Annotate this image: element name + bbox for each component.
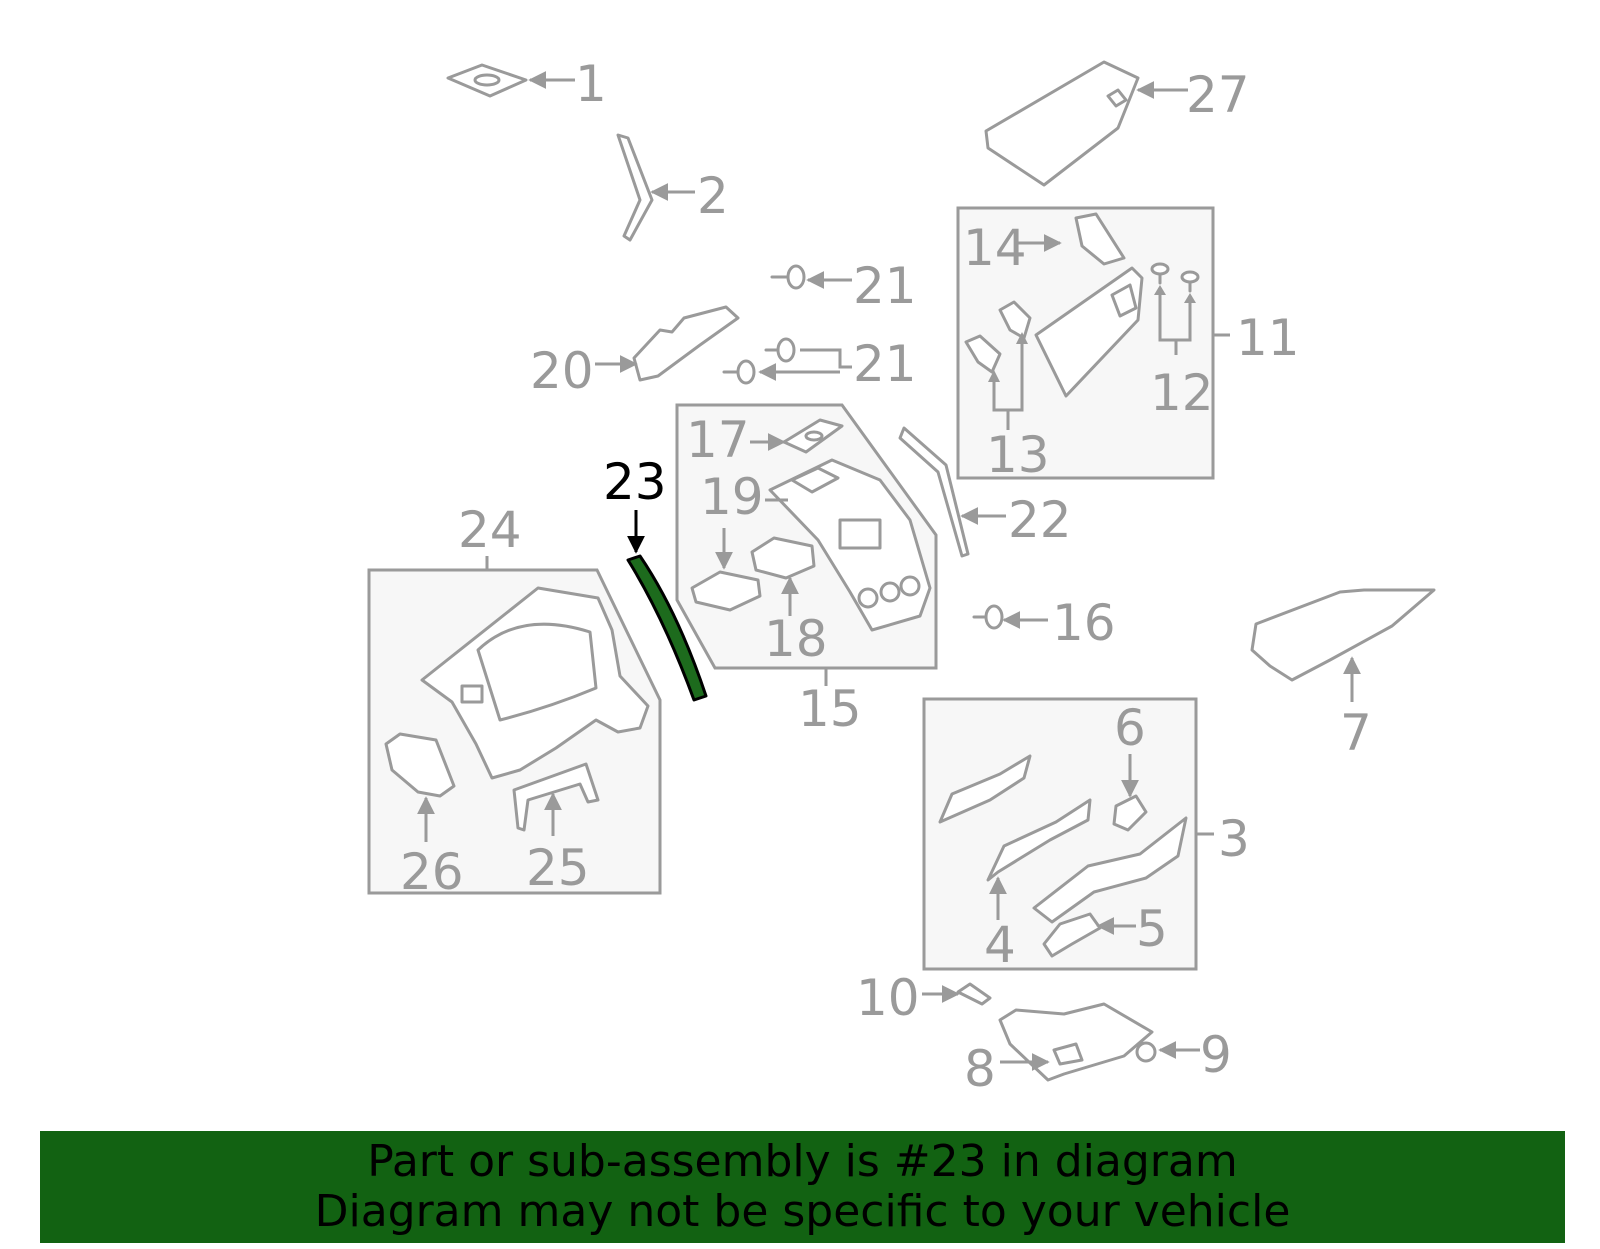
- part-3[interactable]: [1032, 816, 1214, 924]
- banner-line-1: Part or sub-assembly is #23 in diagram: [367, 1136, 1238, 1187]
- callout-4: 4: [984, 916, 1016, 974]
- part-18[interactable]: [690, 528, 816, 616]
- callout-21-lower: 21: [853, 335, 917, 393]
- part-8[interactable]: [998, 1002, 1154, 1082]
- part-15-center-panel[interactable]: [768, 458, 932, 632]
- part-10[interactable]: [922, 982, 992, 1006]
- callout-17: 17: [686, 411, 750, 469]
- callout-27: 27: [1186, 66, 1250, 124]
- part-20[interactable]: [595, 305, 740, 382]
- info-banner: Part or sub-assembly is #23 in diagram D…: [40, 1131, 1565, 1243]
- callout-22: 22: [1008, 491, 1072, 549]
- callout-19: 19: [700, 468, 764, 526]
- callout-1: 1: [575, 55, 607, 113]
- part-22[interactable]: [898, 426, 1006, 558]
- part-23-highlighted[interactable]: [626, 510, 708, 702]
- callout-24: 24: [458, 501, 522, 559]
- callout-26: 26: [400, 843, 464, 901]
- callout-13: 13: [986, 426, 1050, 484]
- part-13[interactable]: [964, 300, 1032, 430]
- part-9[interactable]: [1135, 1041, 1200, 1063]
- callout-25: 25: [526, 839, 590, 897]
- callout-2: 2: [697, 167, 729, 225]
- part-5[interactable]: [1042, 912, 1136, 958]
- part-14[interactable]: [1018, 212, 1126, 266]
- callout-3: 3: [1218, 810, 1250, 868]
- part-12[interactable]: [1150, 262, 1200, 355]
- part-21-lower[interactable]: [722, 337, 852, 385]
- part-21-upper[interactable]: [770, 264, 852, 290]
- part-24[interactable]: [420, 586, 650, 780]
- callout-14: 14: [963, 219, 1027, 277]
- callout-15: 15: [798, 680, 862, 738]
- callout-18: 18: [764, 610, 828, 668]
- callout-6: 6: [1114, 699, 1146, 757]
- part-16[interactable]: [972, 604, 1048, 630]
- callout-7: 7: [1340, 704, 1372, 762]
- callout-16: 16: [1052, 594, 1116, 652]
- part-7[interactable]: [1250, 588, 1436, 702]
- callout-8: 8: [964, 1040, 996, 1098]
- banner-line-2: Diagram may not be specific to your vehi…: [314, 1186, 1291, 1237]
- part-6[interactable]: [1112, 754, 1148, 832]
- callout-10: 10: [856, 969, 920, 1027]
- part-17[interactable]: [750, 418, 844, 454]
- callout-11: 11: [1236, 309, 1300, 367]
- part-4[interactable]: [986, 798, 1092, 920]
- callout-12: 12: [1150, 364, 1214, 422]
- callout-21-upper: 21: [853, 257, 917, 315]
- part-27[interactable]: [984, 60, 1188, 187]
- callout-5: 5: [1136, 900, 1168, 958]
- part-1[interactable]: [446, 63, 575, 98]
- part-11[interactable]: [1034, 266, 1230, 398]
- callout-9: 9: [1200, 1026, 1232, 1084]
- part-26[interactable]: [384, 732, 456, 842]
- part-4-upper[interactable]: [938, 754, 1032, 824]
- part-25[interactable]: [512, 762, 600, 836]
- callout-20: 20: [530, 342, 594, 400]
- callout-23: 23: [603, 453, 667, 511]
- part-2[interactable]: [616, 133, 695, 242]
